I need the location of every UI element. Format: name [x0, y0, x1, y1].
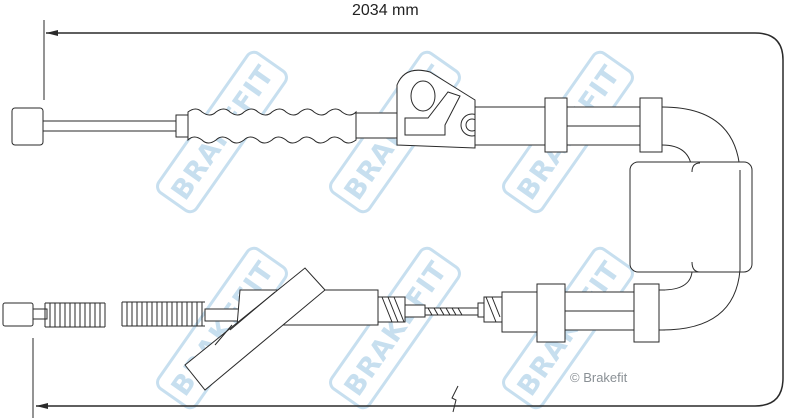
top-end-cap: [11, 107, 44, 146]
watermark-logo: BRAKEFIT: [329, 246, 461, 410]
spring: [121, 302, 203, 326]
bottom-end-cap: [2, 302, 34, 327]
spring: [44, 303, 106, 327]
top-cable-assembly: [11, 69, 741, 171]
dimension-line: [32, 20, 784, 418]
dimension-label: 2034 mm: [352, 2, 419, 19]
bottom-cable-assembly: [2, 267, 665, 391]
copyright-text: © Brakefit: [570, 370, 628, 385]
rubber-boot: [187, 108, 357, 144]
watermark-text: BRAKEFIT: [339, 256, 454, 402]
u-bend: [629, 161, 753, 331]
